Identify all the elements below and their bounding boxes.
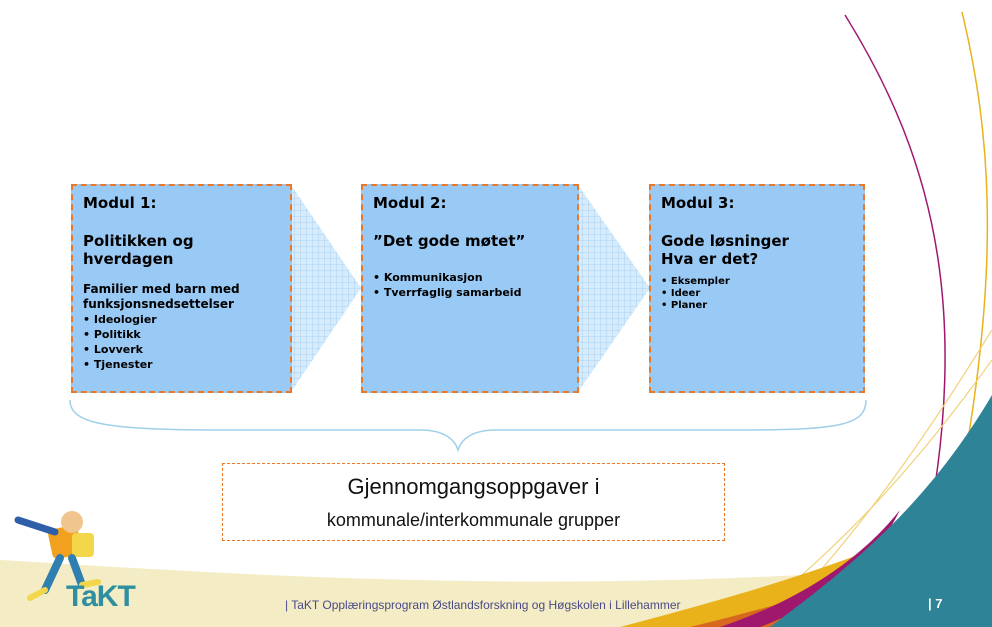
module-3-subtitle: Gode løsninger Hva er det? xyxy=(661,232,789,268)
list-item: Tjenester xyxy=(83,357,280,372)
list-item: Planer xyxy=(661,300,853,312)
grouping-brace xyxy=(69,399,867,453)
arrow-modul-2-to-3 xyxy=(578,185,650,392)
module-2-box: Modul 2: ”Det gode møtet” Kommunikasjon … xyxy=(361,184,579,393)
group-tasks-box: Gjennomgangsoppgaver i kommunale/interko… xyxy=(222,463,725,541)
module-1-subtitle: Politikken og hverdagen xyxy=(83,232,194,268)
takt-logo: TaKT xyxy=(66,580,136,613)
list-item: Ideologier xyxy=(83,312,280,327)
arrow-modul-1-to-2 xyxy=(291,185,361,392)
page-number: | 7 xyxy=(928,596,943,611)
group-tasks-line-2: kommunale/interkommunale grupper xyxy=(326,510,621,530)
module-2-title: Modul 2: xyxy=(373,194,447,212)
module-3-box: Modul 3: Gode løsninger Hva er det? Ekse… xyxy=(649,184,865,393)
module-1-box: Modul 1: Politikken og hverdagen Familie… xyxy=(71,184,292,393)
footer-text: | TaKT Opplæringsprogram Østlandsforskni… xyxy=(285,598,681,612)
list-item: Tverrfaglig samarbeid xyxy=(373,285,567,300)
swoosh-band-teal xyxy=(770,395,992,627)
group-tasks-line-1: Gjennomgangsoppgaver i xyxy=(347,474,600,499)
module-1-title: Modul 1: xyxy=(83,194,157,212)
list-item: Eksempler xyxy=(661,276,853,288)
module-1-list: Ideologier Politikk Lovverk Tjenester xyxy=(83,312,280,372)
list-item: Lovverk xyxy=(83,342,280,357)
module-1-lead: Familier med barn med funksjonsnedsettel… xyxy=(83,282,240,311)
module-3-list: Eksempler Ideer Planer xyxy=(661,276,853,312)
module-2-subtitle: ”Det gode møtet” xyxy=(373,232,526,250)
list-item: Kommunikasjon xyxy=(373,270,567,285)
module-3-title: Modul 3: xyxy=(661,194,735,212)
list-item: Politikk xyxy=(83,327,280,342)
list-item: Ideer xyxy=(661,288,853,300)
module-2-list: Kommunikasjon Tverrfaglig samarbeid xyxy=(373,270,567,300)
